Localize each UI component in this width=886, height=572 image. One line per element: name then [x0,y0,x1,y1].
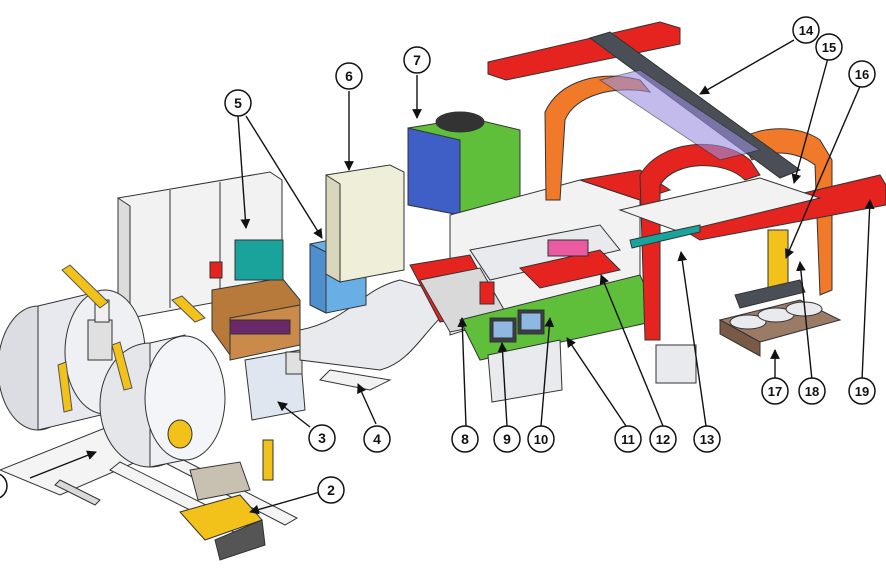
callout-circle [224,89,252,117]
callout-number: 10 [534,432,548,447]
control-console [487,309,563,403]
decoiler [0,289,226,468]
callout-circle [815,33,843,61]
callout-circle [848,377,876,405]
callout-13: 13 [693,425,721,453]
gantry-frames [487,21,886,341]
callout-3: 3 [308,424,336,452]
callout-14: 14 [792,16,820,44]
callout-circle [451,425,479,453]
pallet [718,299,842,357]
cream-cabinet [325,164,405,283]
callout-2: 2 [317,476,345,504]
callout-circle [308,424,336,452]
callout-number: 6 [345,68,353,84]
callout-number: 13 [700,432,714,447]
callout-circle [614,425,642,453]
callout-17: 17 [761,377,789,405]
callout-number: 16 [855,67,869,82]
callout-6: 6 [335,62,363,90]
callout-circle [792,16,820,44]
callout-number: 9 [503,431,511,447]
callout-circle [403,46,431,74]
callout-7: 7 [403,46,431,74]
callout-15: 15 [815,33,843,61]
callout-8: 8 [451,425,479,453]
callout-number: 15 [822,40,836,55]
callout-5: 5 [224,89,252,117]
callout-number: 4 [373,431,381,447]
callout-circle [798,377,826,405]
callout-number: 11 [621,432,635,447]
decoiler-robot-arms [57,264,206,413]
callout-10: 10 [527,425,555,453]
callout-number: 7 [413,52,421,68]
straightener [209,239,306,421]
callout-circle [848,60,876,88]
coil-car [179,439,274,561]
callout-number: 3 [318,430,326,446]
callout-16: 16 [848,60,876,88]
callout-circle [363,425,391,453]
callout-circle [335,62,363,90]
callout-4: 4 [363,425,391,453]
callout-11: 11 [614,425,642,453]
leader-lines [29,39,875,515]
callout-19: 19 [848,377,876,405]
callout-number: 2 [327,482,335,498]
callout-1: 1 [0,473,8,499]
callout-circle [693,425,721,453]
callout-circle [0,473,8,499]
callout-9: 9 [493,425,521,453]
callouts-layer: 12345678910111213141516171819 [0,16,876,504]
callout-number: 14 [799,23,814,38]
callout-number: 18 [805,384,819,399]
callout-number: 17 [768,384,782,399]
callout-18: 18 [798,377,826,405]
callout-circle [527,425,555,453]
callout-12: 12 [649,425,677,453]
callout-circle [761,377,789,405]
callout-circle [317,476,345,504]
callout-circle [649,425,677,453]
callout-number: 8 [461,431,469,447]
callout-number: 5 [234,95,242,111]
stacking-table [618,177,822,384]
callout-number: 19 [855,384,869,399]
callout-circle [493,425,521,453]
callout-number: 12 [656,432,670,447]
